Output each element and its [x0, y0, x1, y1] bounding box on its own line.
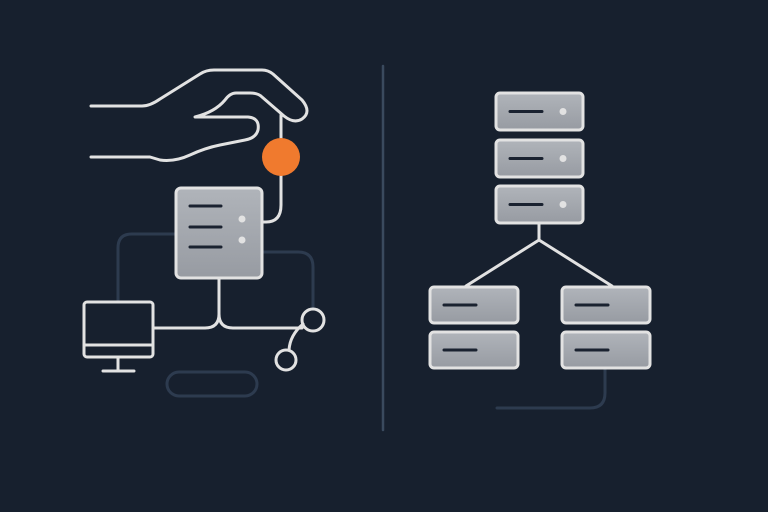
server-unit [494, 184, 585, 225]
server-unit [494, 138, 585, 179]
server-unit [560, 330, 652, 370]
server-unit [428, 285, 520, 325]
network-node-icon [300, 307, 326, 333]
network-connectors [151, 276, 326, 372]
hand-wire [260, 113, 283, 224]
server-icon [174, 186, 264, 280]
placeholder-pill [165, 370, 259, 398]
tree-tail-line [495, 366, 607, 410]
network-node-icon [274, 348, 298, 372]
server-tree-icon [428, 91, 652, 370]
dim-connectors [116, 232, 607, 410]
hand-icon [89, 68, 309, 162]
accent-node-icon [262, 138, 300, 176]
server-unit [428, 330, 520, 370]
monitor-icon [82, 300, 155, 373]
tree-branch [464, 221, 614, 288]
server-unit [494, 91, 585, 132]
server-unit [560, 285, 652, 325]
